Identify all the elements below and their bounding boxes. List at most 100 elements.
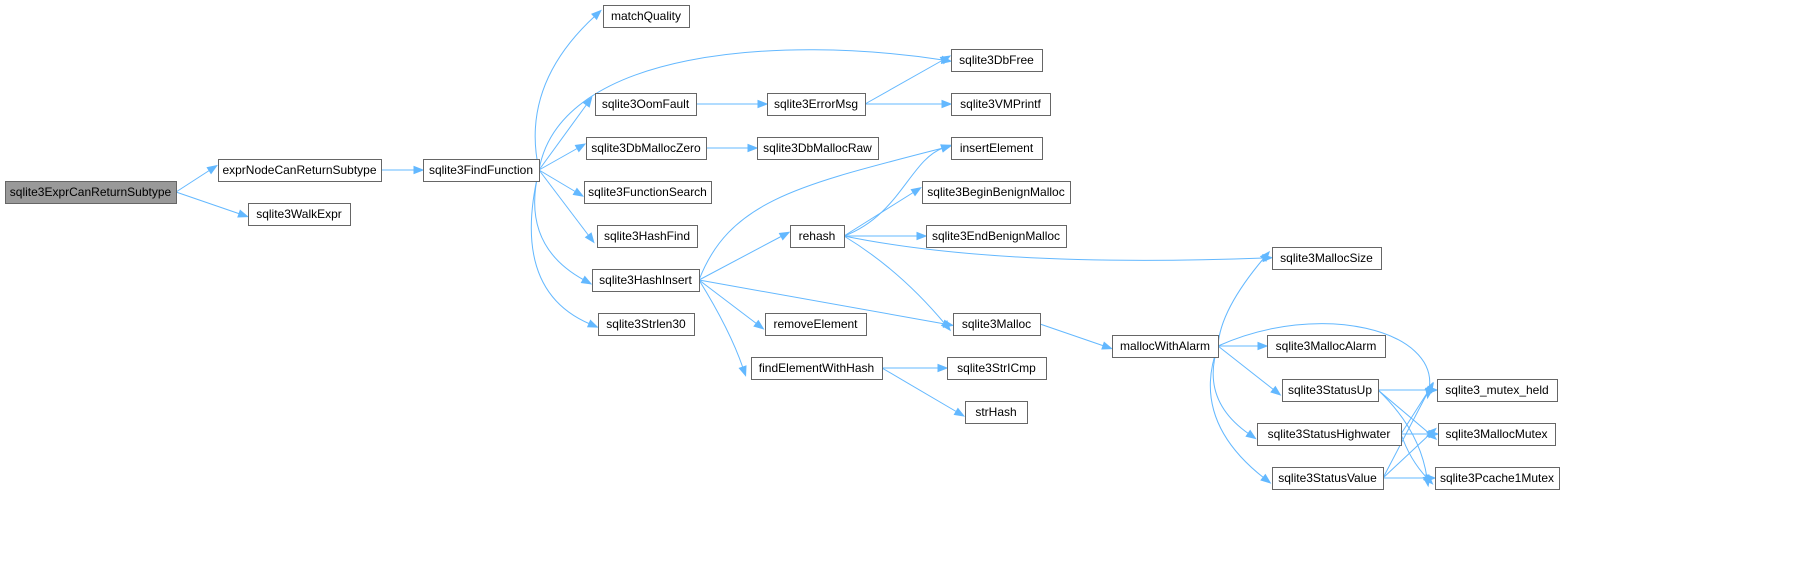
edge-line — [843, 235, 1265, 261]
arrowhead — [910, 187, 922, 197]
node-box — [790, 225, 845, 248]
edge-oomFault-to-errorMsg — [696, 99, 769, 109]
node-rehash[interactable]: rehash — [790, 225, 845, 248]
edge-line — [698, 279, 744, 369]
edge-exprNode-to-findFunction — [381, 165, 425, 175]
edge-findFunction-to-matchQuality — [534, 9, 602, 171]
node-vmPrintf[interactable]: sqlite3VMPrintf — [951, 93, 1051, 116]
node-label: sqlite3StatusValue — [1278, 471, 1377, 485]
node-label: sqlite3HashInsert — [599, 273, 692, 287]
node-label: sqlite3Pcache1Mutex — [1440, 471, 1554, 485]
edge-line — [530, 169, 591, 325]
node-box — [1282, 379, 1379, 402]
node-label: sqlite3ExprCanReturnSubtype — [10, 185, 172, 199]
node-pcache1Mutex[interactable]: sqlite3Pcache1Mutex — [1435, 467, 1560, 490]
node-box — [592, 269, 700, 292]
node-mallocSize[interactable]: sqlite3MallocSize — [1272, 247, 1382, 270]
node-box — [951, 93, 1051, 116]
node-label: sqlite3StatusUp — [1288, 383, 1372, 397]
node-dbMallocZero[interactable]: sqlite3DbMallocZero — [586, 137, 707, 160]
node-box — [584, 181, 712, 204]
node-findElementWithHash[interactable]: findElementWithHash — [751, 357, 883, 380]
edge-line — [843, 147, 944, 237]
edge-errorMsg-to-vmPrintf — [865, 99, 953, 109]
node-strHash[interactable]: strHash — [965, 401, 1028, 424]
edge-findElementWithHash-to-strICmp — [882, 363, 949, 373]
node-strICmp[interactable]: sqlite3StrICmp — [947, 357, 1047, 380]
node-errorMsg[interactable]: sqlite3ErrorMsg — [767, 93, 866, 116]
arrowhead — [940, 144, 952, 153]
arrowhead — [916, 231, 928, 241]
node-matchQuality[interactable]: matchQuality — [603, 5, 690, 28]
node-dbFree[interactable]: sqlite3DbFree — [951, 49, 1043, 72]
arrowhead — [1245, 429, 1257, 440]
node-label: sqlite3StrICmp — [957, 361, 1036, 375]
edge-rehash-to-insertElement — [843, 144, 952, 237]
arrowhead — [1425, 473, 1437, 483]
node-functionSearch[interactable]: sqlite3FunctionSearch — [584, 181, 712, 204]
node-box — [595, 93, 697, 116]
arrowhead — [778, 231, 791, 241]
node-mutexHeld[interactable]: sqlite3_mutex_held — [1437, 379, 1558, 402]
node-findFunction[interactable]: sqlite3FindFunction — [423, 159, 540, 182]
node-removeElement[interactable]: removeElement — [765, 313, 867, 336]
node-label: sqlite3Strlen30 — [606, 317, 686, 331]
edge-hashInsert-to-removeElement — [698, 279, 765, 330]
node-label: sqlite3FindFunction — [429, 163, 533, 177]
node-box — [951, 137, 1043, 160]
node-mallocMutex[interactable]: sqlite3MallocMutex — [1438, 423, 1556, 446]
node-hashFind[interactable]: sqlite3HashFind — [597, 225, 698, 248]
node-strlen30[interactable]: sqlite3Strlen30 — [598, 313, 695, 336]
node-exprNode[interactable]: exprNodeCanReturnSubtype — [218, 159, 382, 182]
node-dbMallocRaw[interactable]: sqlite3DbMallocRaw — [757, 137, 879, 160]
arrowhead — [937, 363, 949, 373]
node-label: insertElement — [960, 141, 1034, 155]
node-walkExpr[interactable]: sqlite3WalkExpr — [248, 203, 351, 226]
edge-mallocWithAlarm-to-mallocAlarm — [1218, 341, 1269, 351]
node-box — [5, 181, 177, 204]
edge-line — [1400, 389, 1430, 435]
edge-hashInsert-to-rehash — [698, 231, 791, 281]
arrowhead — [591, 9, 602, 21]
edge-line — [1377, 389, 1428, 479]
node-box — [1272, 247, 1382, 270]
node-label: mallocWithAlarm — [1120, 339, 1210, 353]
node-box — [926, 225, 1067, 248]
node-oomFault[interactable]: sqlite3OomFault — [595, 93, 697, 116]
arrowhead — [584, 232, 595, 244]
node-box — [1272, 467, 1384, 490]
node-statusHighwater[interactable]: sqlite3StatusHighwater — [1257, 423, 1402, 446]
node-mallocWithAlarm[interactable]: mallocWithAlarm — [1112, 335, 1219, 358]
node-label: sqlite3HashFind — [604, 229, 690, 243]
node-statusValue[interactable]: sqlite3StatusValue — [1272, 467, 1384, 490]
edge-line — [538, 147, 579, 171]
edge-findFunction-to-functionSearch — [538, 169, 585, 197]
node-statusUp[interactable]: sqlite3StatusUp — [1282, 379, 1379, 402]
node-mallocAlarm[interactable]: sqlite3MallocAlarm — [1267, 335, 1386, 358]
edge-line — [843, 191, 915, 237]
arrowhead — [1257, 341, 1269, 351]
arrowhead — [572, 187, 585, 197]
edge-mallocWithAlarm-to-statusUp — [1217, 345, 1282, 396]
node-insertElement[interactable]: insertElement — [951, 137, 1043, 160]
edge-line — [175, 169, 211, 193]
node-label: sqlite3ErrorMsg — [774, 97, 858, 111]
node-box — [1437, 379, 1558, 402]
node-box — [597, 225, 698, 248]
edge-statusValue-to-pcache1Mutex — [1383, 473, 1437, 483]
edge-line — [698, 147, 944, 281]
node-endBenign[interactable]: sqlite3EndBenignMalloc — [926, 225, 1067, 248]
node-label: sqlite3StatusHighwater — [1268, 427, 1391, 441]
edge-errorMsg-to-dbFree — [864, 55, 952, 105]
node-box — [1267, 335, 1386, 358]
node-box — [1257, 423, 1402, 446]
arrowhead — [237, 209, 249, 218]
node-label: sqlite3DbMallocZero — [591, 141, 701, 155]
node-malloc[interactable]: sqlite3Malloc — [953, 313, 1041, 336]
edge-line — [1217, 345, 1275, 391]
node-box — [1435, 467, 1560, 490]
node-box — [765, 313, 867, 336]
node-hashInsert[interactable]: sqlite3HashInsert — [592, 269, 700, 292]
node-beginBenign[interactable]: sqlite3BeginBenignMalloc — [922, 181, 1071, 204]
node-box — [953, 313, 1041, 336]
